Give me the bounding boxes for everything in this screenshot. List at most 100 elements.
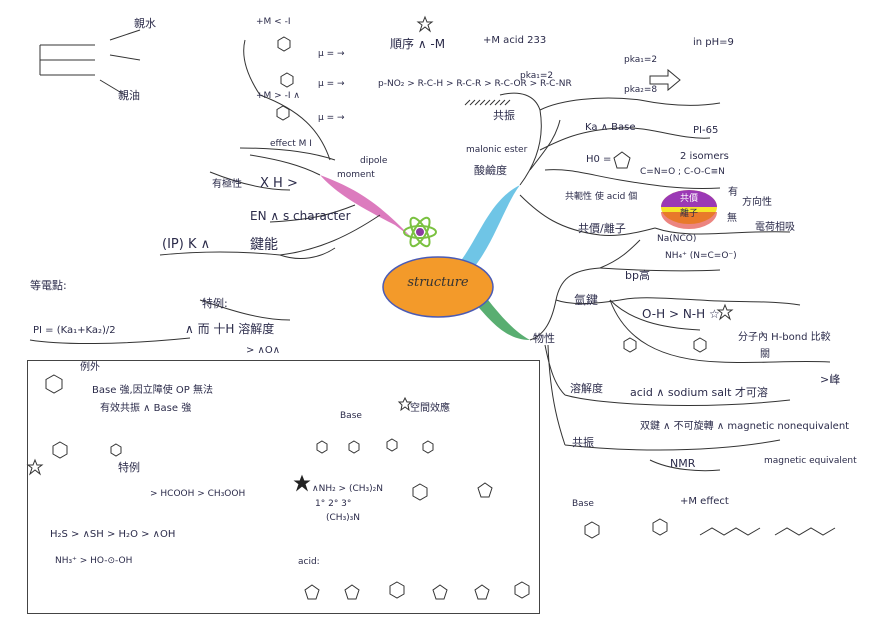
dipole-label: dipole — [360, 156, 388, 166]
branch-line — [199, 299, 291, 321]
order-label: 順序 ∧ -M — [390, 37, 446, 51]
double-bond-label: 双鍵 ∧ 不可旋轉 ∧ magnetic nonequivalent — [640, 421, 850, 432]
nh4-label: NH₄⁺ (N=C=O⁻) — [665, 251, 737, 261]
ka-label: Ka ∧ Base — [585, 122, 636, 133]
pka2-label: pka₂=8 — [624, 85, 658, 95]
pi-formula: PI = (Ka₁+Ka₂)/2 — [33, 325, 116, 336]
branch-line — [259, 94, 331, 161]
special-label: 特例: — [202, 297, 228, 310]
amine-degree: 1° 2° 3° — [315, 499, 352, 509]
text-line: μ = → — [318, 79, 345, 89]
lipophilic-label: 親油 — [118, 89, 140, 102]
branch-line — [539, 127, 711, 151]
nmr-label: NMR — [670, 457, 696, 470]
benzene-ring-icon — [110, 443, 122, 457]
star-icon — [416, 15, 434, 33]
center-oval — [382, 256, 494, 318]
solubility-label: 溶解度 — [570, 382, 603, 395]
benzene-ring-icon — [386, 438, 398, 452]
acid-note: 共軛性 使 acid 個 — [565, 192, 638, 202]
branch-line — [609, 299, 831, 364]
nh3-label: NH₃⁺ > HO-⊙-OH — [55, 556, 133, 566]
benzene-ring-icon — [584, 521, 600, 539]
branch-line — [555, 297, 801, 306]
intra-label: 分子內 H-bond 比較 — [738, 332, 831, 343]
star-icon — [293, 474, 311, 492]
directional-label: 方向性 — [742, 197, 772, 208]
arrow-icon — [649, 68, 681, 92]
branch-line — [544, 169, 721, 189]
branch-line — [649, 459, 721, 472]
covalent-ionic-oval — [661, 190, 717, 229]
intra2-label: 關 — [760, 349, 770, 360]
hbond-label: 氫鍵 — [574, 293, 599, 307]
moment-label: moment — [337, 170, 375, 180]
branch-line — [209, 171, 291, 191]
bulky-label: 空間效應 — [410, 403, 450, 414]
polarity-label: 有極性 — [212, 179, 242, 190]
ip-label: (IP) K ∧ — [162, 237, 211, 252]
chain-label: p-NO₂ > R-C-H > R-C-R > R-C-OR > R-C-NR — [378, 79, 572, 89]
branch-line — [599, 267, 721, 272]
charge-label: 電荷相吸 — [755, 222, 795, 233]
benzene-ring-icon — [316, 440, 328, 454]
branch-line — [159, 251, 281, 256]
bond-energy-label: 鍵能 — [250, 237, 278, 253]
physical-label: 物性 — [533, 332, 555, 345]
box-title: 例外 — [80, 362, 100, 373]
ring-icon — [344, 584, 360, 600]
text-line: μ = → — [318, 49, 345, 59]
ionic-sub-label: 離子 — [680, 209, 699, 219]
acidbase-label: 酸鹼度 — [474, 164, 507, 177]
star-icon — [716, 303, 734, 321]
branch-line — [564, 439, 781, 451]
ring-icon — [389, 581, 405, 599]
branch-line — [243, 39, 261, 96]
example-label: 特例 — [118, 461, 140, 474]
na-nco-label: Na(NCO) — [657, 234, 697, 244]
special-line2: > ∧O∧ — [246, 345, 281, 356]
benzene-ring-icon — [623, 337, 637, 353]
amine-degree2: (CH₃)₃N — [326, 513, 361, 523]
benzene-ring-icon — [45, 374, 63, 394]
have-label: 有 — [728, 187, 738, 198]
text-line: +M > -I ∧ — [256, 91, 300, 101]
pi-label: PI-65 — [693, 125, 719, 136]
peak-label: >峰 — [820, 373, 841, 386]
benzene-ring-icon — [422, 440, 434, 454]
none-label: 無 — [727, 213, 737, 224]
ph-label: in pH=9 — [693, 37, 734, 48]
h2s-label: H₂S > ∧SH > H₂O > ∧OH — [50, 529, 176, 540]
lipid-sketch — [39, 29, 141, 96]
isoelectric-label: 等電點: — [30, 279, 67, 292]
xh-label: X H > — [260, 176, 298, 191]
branch-line — [529, 267, 601, 341]
benzene-ring-icon — [52, 441, 68, 459]
ring-icon — [412, 483, 428, 501]
benzene-ring-icon — [280, 72, 294, 88]
branch-line — [599, 239, 641, 269]
hatch-mark — [464, 99, 511, 106]
isomers-label: 2 isomers — [680, 151, 729, 162]
base-note: Base 強,因立障使 OP 無法 — [92, 385, 213, 396]
zigzag-chain — [699, 527, 761, 536]
ring-icon — [514, 581, 530, 599]
branch-cyan — [460, 185, 520, 266]
acid-label: +M acid 233 — [483, 35, 547, 46]
benzene-ring-icon — [276, 105, 290, 121]
exceptions-box — [27, 360, 540, 614]
branch-line — [544, 344, 566, 396]
branch-line — [654, 227, 791, 235]
hydrophilic-label: 親水 — [134, 17, 156, 30]
branch-line — [519, 194, 656, 236]
branch-line — [499, 92, 542, 186]
base-note2: 有效共振 ∧ Base 強 — [100, 403, 192, 414]
branch-line — [249, 154, 321, 176]
zigzag-chain — [774, 527, 836, 536]
resonance-label: 共振 — [493, 109, 515, 122]
branch-line — [269, 204, 356, 223]
bp-label: bp高 — [625, 269, 650, 282]
branch-line — [539, 97, 721, 111]
ring-icon — [304, 584, 320, 600]
